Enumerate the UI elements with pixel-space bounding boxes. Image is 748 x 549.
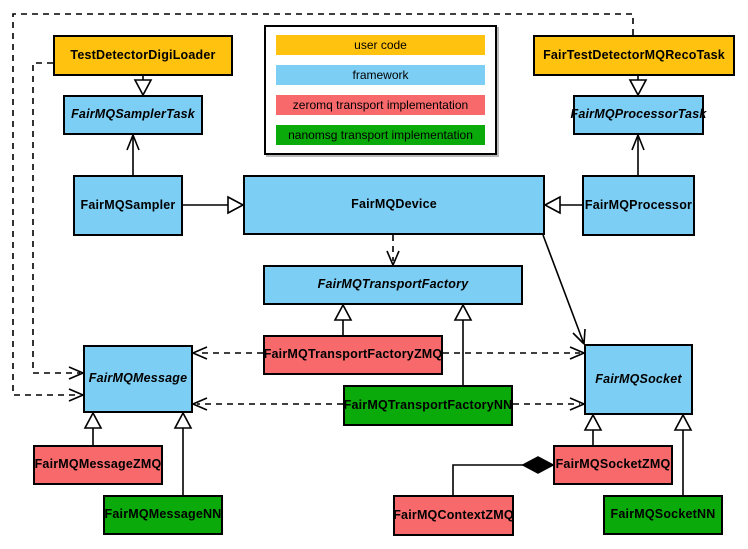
dependency-fairmqtransportfactorynn-fairmqmessage [192, 397, 343, 411]
legend-item-nanomsg: nanomsg transport implementation [276, 125, 485, 145]
inheritance-fairmqmessagezmq-fairmqmessage [83, 411, 103, 445]
node-fairmqprocessor: FairMQProcessor [582, 175, 695, 236]
composition-fairmqsocketzmq-fairmqcontextzmq [452, 456, 555, 495]
inheritance-fairmqtransportfactorynn-fairmqtransportfactory [453, 303, 473, 385]
dependency-fairmqdevice-fairmqtransportfactory [386, 235, 400, 266]
node-fairmqsampler: FairMQSampler [73, 175, 183, 236]
legend-item-zeromq: zeromq transport implementation [276, 95, 485, 115]
inheritance-fairmqprocessor-fairmqdevice [543, 195, 582, 215]
inheritance-fairtestdetectormqrecotask-fairmqprocessortask [628, 76, 648, 97]
node-fairmqdevice: FairMQDevice [243, 175, 545, 235]
inheritance-testdetectordigiloader-fairmqsamplertask [133, 76, 153, 97]
node-fairmqsocketzmq: FairMQSocketZMQ [553, 445, 673, 485]
dependency-fairmqtransportfactorynn-fairmqsocket [513, 397, 585, 411]
dependency-fairtestdetectormqrecotask-fairmqmessage [12, 13, 634, 402]
dependency-fairmqtransportfactoryzmq-fairmqmessage [192, 346, 263, 360]
node-fairmqsocketnn: FairMQSocketNN [603, 495, 723, 535]
node-fairmqtransportfactory: FairMQTransportFactory [263, 265, 523, 305]
legend: user code framework zeromq transport imp… [264, 25, 497, 155]
inheritance-fairmqtransportfactoryzmq-fairmqtransportfactory [333, 303, 353, 335]
dependency-fairmqtransportfactoryzmq-fairmqsocket [443, 346, 585, 360]
inheritance-fairmqmessagenn-fairmqmessage [173, 411, 193, 495]
legend-item-user-code: user code [276, 35, 485, 55]
node-fairmqmessagenn: FairMQMessageNN [103, 495, 223, 535]
legend-item-framework: framework [276, 65, 485, 85]
node-testdetectordigiloader: TestDetectorDigiLoader [53, 35, 233, 76]
node-fairmqtransportfactoryzmq: FairMQTransportFactoryZMQ [263, 335, 443, 375]
association-fairmqsampler-fairmqsamplertask [126, 134, 140, 175]
node-fairmqtransportfactorynn: FairMQTransportFactoryNN [343, 385, 513, 426]
association-fairmqdevice-fairmqsocket [542, 234, 586, 345]
association-fairmqprocessor-fairmqprocessortask [631, 134, 645, 175]
inheritance-fairmqsocketnn-fairmqsocket [673, 413, 693, 495]
node-fairtestdetectormqrecotask: FairTestDetectorMQRecoTask [533, 35, 735, 76]
inheritance-fairmqsampler-fairmqdevice [183, 195, 245, 215]
node-fairmqsamplertask: FairMQSamplerTask [63, 95, 203, 135]
node-fairmqprocessortask: FairMQProcessorTask [570, 95, 706, 135]
node-fairmqmessage: FairMQMessage [83, 345, 193, 413]
dependency-testdetectordigiloader-fairmqmessage [32, 62, 84, 380]
inheritance-fairmqsocketzmq-fairmqsocket [583, 413, 603, 445]
node-fairmqcontextzmq: FairMQContextZMQ [393, 495, 514, 536]
node-fairmqmessagezmq: FairMQMessageZMQ [33, 445, 163, 485]
node-fairmqsocket: FairMQSocket [584, 344, 693, 415]
